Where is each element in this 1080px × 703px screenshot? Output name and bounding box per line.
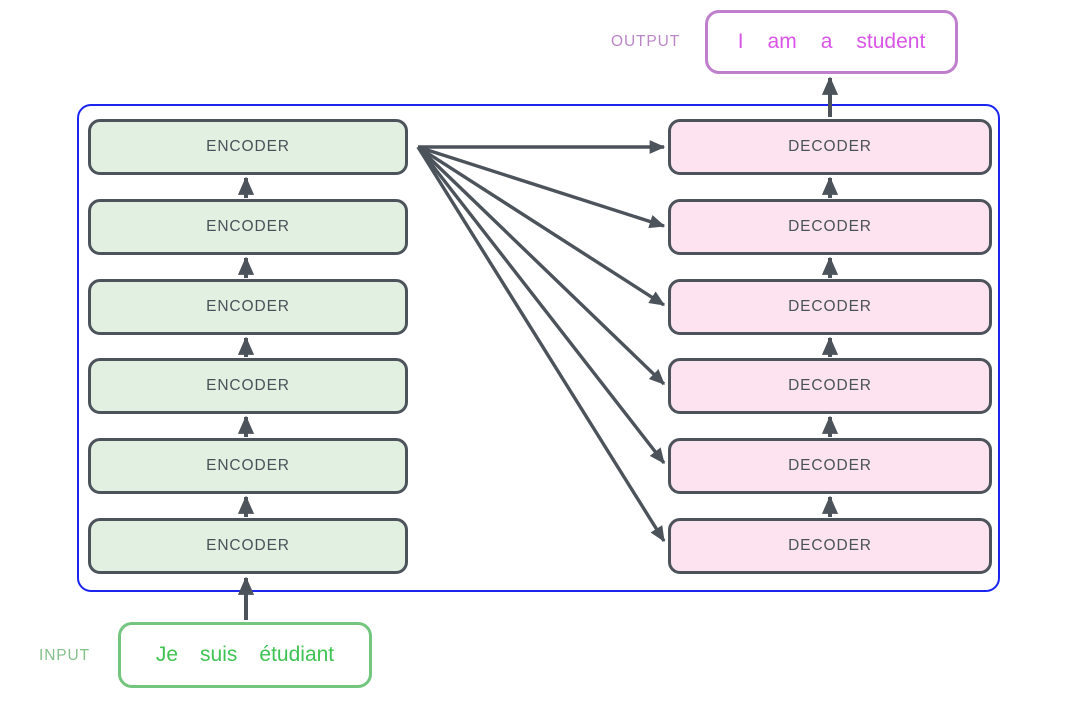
encoder-label: ENCODER — [206, 218, 290, 235]
output-token: am — [767, 30, 797, 53]
input-label: INPUT — [39, 647, 90, 664]
encoder-block-4[interactable]: ENCODER — [88, 358, 408, 414]
encoder-label: ENCODER — [206, 138, 290, 155]
decoder-block-5[interactable]: DECODER — [668, 438, 992, 494]
output-tokens: I am a student — [738, 30, 926, 54]
decoder-block-1[interactable]: DECODER — [668, 119, 992, 175]
encoder-block-5[interactable]: ENCODER — [88, 438, 408, 494]
output-box[interactable]: I am a student — [705, 10, 958, 74]
model-container — [77, 104, 1000, 592]
encoder-block-1[interactable]: ENCODER — [88, 119, 408, 175]
decoder-block-6[interactable]: DECODER — [668, 518, 992, 574]
input-token: étudiant — [259, 643, 335, 666]
output-token: I — [737, 30, 744, 53]
decoder-label: DECODER — [788, 377, 872, 394]
encoder-label: ENCODER — [206, 457, 290, 474]
encoder-label: ENCODER — [206, 537, 290, 554]
encoder-block-2[interactable]: ENCODER — [88, 199, 408, 255]
encoder-label: ENCODER — [206, 298, 290, 315]
decoder-label: DECODER — [788, 457, 872, 474]
decoder-block-3[interactable]: DECODER — [668, 279, 992, 335]
output-label: OUTPUT — [611, 33, 681, 50]
input-token: suis — [200, 643, 238, 666]
encoder-label: ENCODER — [206, 377, 290, 394]
input-token: Je — [155, 643, 179, 666]
input-box[interactable]: Je suis étudiant — [118, 622, 372, 688]
decoder-label: DECODER — [788, 298, 872, 315]
decoder-label: DECODER — [788, 537, 872, 554]
decoder-label: DECODER — [788, 218, 872, 235]
output-token: student — [856, 30, 926, 53]
decoder-block-4[interactable]: DECODER — [668, 358, 992, 414]
encoder-block-6[interactable]: ENCODER — [88, 518, 408, 574]
output-token: a — [820, 30, 833, 53]
encoder-block-3[interactable]: ENCODER — [88, 279, 408, 335]
decoder-label: DECODER — [788, 138, 872, 155]
input-tokens: Je suis étudiant — [156, 643, 334, 667]
decoder-block-2[interactable]: DECODER — [668, 199, 992, 255]
